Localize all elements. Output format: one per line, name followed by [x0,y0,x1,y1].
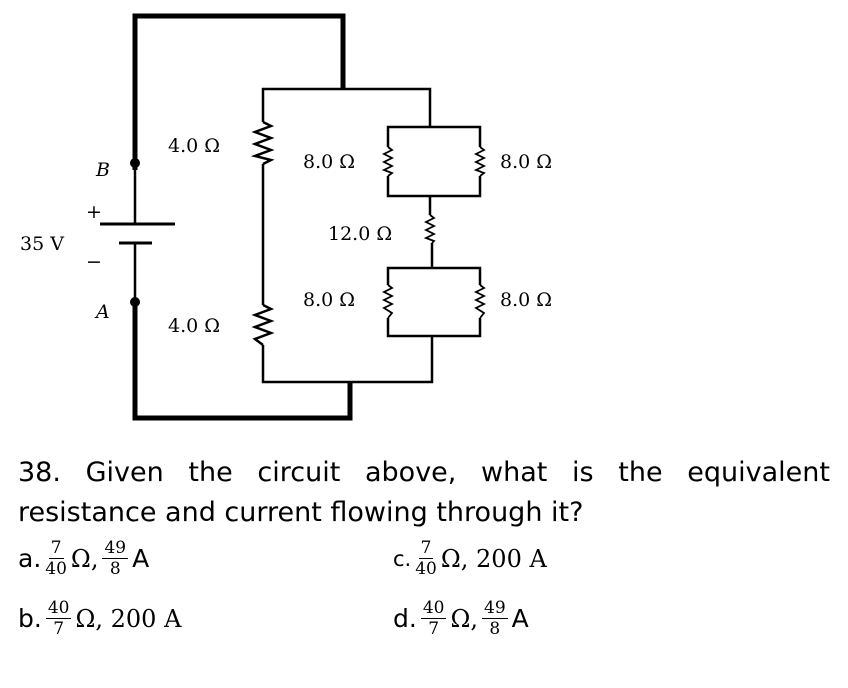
resistor-top-left-label: 4.0 Ω [168,135,220,157]
node-b-label: B [95,159,110,181]
lower-box-wires-bottom [386,318,482,338]
inner-wire-top [261,87,432,127]
answer-unit: Ω, [70,544,99,573]
circuit-diagram: 35 V + − B A 4.0 Ω 4.0 Ω 8.0 Ω 8.0 Ω 12.… [20,13,552,421]
node-a-dot [130,297,140,307]
inner-wire-bottom [261,336,434,384]
resistor-bottom-left [251,303,275,346]
resistor-lower-box-left [381,284,395,319]
lower-box-wires [386,266,482,285]
plus-sign: + [86,201,102,223]
resistor-lower-box-right-label: 8.0 Ω [500,289,552,311]
answer-unit: A [511,604,529,633]
minus-sign: − [86,251,102,273]
outer-wire-top [132,13,346,170]
answer-letter: d. [393,604,417,633]
upper-box-wires-bottom [386,176,482,198]
battery-label: 35 V [20,233,64,255]
resistor-upper-box-right-label: 8.0 Ω [500,151,552,173]
resistor-upper-box-left-label: 8.0 Ω [303,151,355,173]
question-line-2: resistance and current flowing through i… [18,497,584,528]
resistor-upper-box-right [473,146,487,177]
answer-unit: Ω, [450,604,478,633]
answer-unit: Ω, 200 A [75,604,182,633]
resistor-top-left [250,120,275,166]
answer-letter: b. [18,604,42,633]
outer-wire-bottom [132,302,353,421]
resistor-middle [423,214,437,244]
resistor-lower-box-right [473,284,487,319]
question-line-1: 38. Given the circuit above, what is the… [18,457,830,488]
node-a-label: A [94,301,110,323]
answer-letter: c. [393,546,412,571]
resistor-middle-label: 12.0 Ω [328,223,392,245]
resistor-upper-box-left [381,146,395,177]
resistor-bottom-left-label: 4.0 Ω [168,315,220,337]
answer-unit: Ω, 200 A [440,544,547,573]
node-b-dot [130,158,140,168]
answer-unit: A [132,544,150,573]
answer-letter: a. [18,544,42,573]
upper-box-wires [386,125,482,147]
resistor-lower-box-left-label: 8.0 Ω [303,289,355,311]
